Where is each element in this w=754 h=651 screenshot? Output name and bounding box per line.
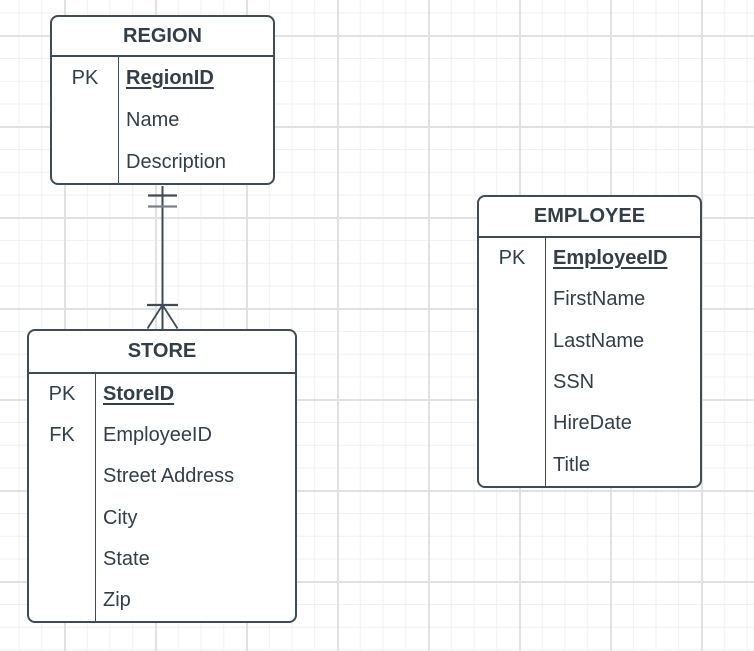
key-label: PK [48, 383, 76, 406]
attribute-name: State [103, 547, 150, 570]
attribute-name: SSN [553, 371, 595, 394]
key-label: FK [49, 424, 75, 447]
crow-foot-left-leg [146, 304, 164, 329]
attribute-row: City [29, 497, 295, 539]
key-label [52, 99, 118, 141]
attribute-cell: City [95, 497, 295, 539]
attribute-name: Street Address [103, 465, 235, 488]
attribute-name: EmployeeID [103, 424, 212, 447]
attribute-cell: Zip [95, 579, 295, 621]
key-label [29, 498, 95, 539]
attribute-row: FirstName [479, 279, 700, 321]
attribute-name: Title [553, 453, 591, 476]
attribute-name: StoreID [103, 383, 175, 406]
attribute-name: LastName [553, 329, 645, 352]
attribute-name: FirstName [553, 288, 646, 311]
attribute-row: PK EmployeeID [479, 238, 700, 280]
key-label [29, 580, 95, 621]
key-label [479, 279, 545, 320]
attribute-name: City [103, 506, 138, 529]
attribute-cell: Title [545, 444, 700, 486]
attribute-cell: LastName [545, 320, 700, 362]
attribute-row: LastName [479, 320, 700, 362]
attribute-name: EmployeeID [553, 247, 668, 270]
attribute-cell: EmployeeID [545, 238, 700, 280]
attribute-cell: StoreID [95, 374, 295, 416]
attribute-row: FK EmployeeID [29, 415, 295, 457]
attribute-name: HireDate [553, 412, 632, 435]
attribute-row: Title [479, 444, 700, 486]
key-label [29, 539, 95, 580]
attribute-row: PK RegionID [52, 57, 273, 99]
attribute-cell: FirstName [545, 279, 700, 321]
attribute-cell: Street Address [95, 456, 295, 498]
attribute-row: SSN [479, 361, 700, 404]
attribute-row: Description [52, 141, 273, 183]
entity-body-employee: PK EmployeeID FirstName LastName [479, 238, 700, 486]
attribute-name: Zip [103, 588, 131, 611]
attribute-cell: State [95, 538, 295, 580]
attribute-cell: RegionID [118, 57, 273, 99]
crow-foot-right-leg [161, 304, 179, 329]
entity-body-store: PK StoreID FK EmployeeID Street Address [29, 374, 295, 621]
key-label: PK [498, 247, 526, 270]
attribute-cell: Name [118, 99, 273, 141]
attribute-row: PK StoreID [29, 374, 295, 416]
attribute-row: Zip [29, 579, 295, 621]
key-label [479, 321, 545, 362]
entity-title-store: STORE [29, 331, 295, 374]
attribute-row: HireDate [479, 403, 700, 445]
attribute-cell: SSN [545, 361, 700, 404]
attribute-name: Name [126, 108, 180, 131]
key-label [479, 403, 545, 444]
attribute-cell: Description [118, 141, 273, 183]
attribute-row: Name [52, 99, 273, 141]
entity-region[interactable]: REGION PK RegionID Name Description [50, 15, 275, 185]
entity-employee[interactable]: EMPLOYEE PK EmployeeID FirstName LastNam… [477, 195, 702, 488]
attribute-name: Description [126, 150, 227, 173]
attribute-cell: EmployeeID [95, 415, 295, 457]
key-label [479, 445, 545, 486]
key-label [479, 362, 545, 403]
key-label: PK [71, 66, 99, 89]
entity-title-region: REGION [52, 17, 273, 57]
entity-title-employee: EMPLOYEE [479, 197, 700, 238]
attribute-row: State [29, 538, 295, 580]
key-label [29, 456, 95, 497]
attribute-name: RegionID [126, 66, 214, 89]
attribute-row: Street Address [29, 456, 295, 498]
attribute-cell: HireDate [545, 403, 700, 445]
key-label [52, 141, 118, 183]
entity-body-region: PK RegionID Name Description [52, 57, 273, 183]
entity-store[interactable]: STORE PK StoreID FK EmployeeID Street Ad… [27, 329, 297, 623]
